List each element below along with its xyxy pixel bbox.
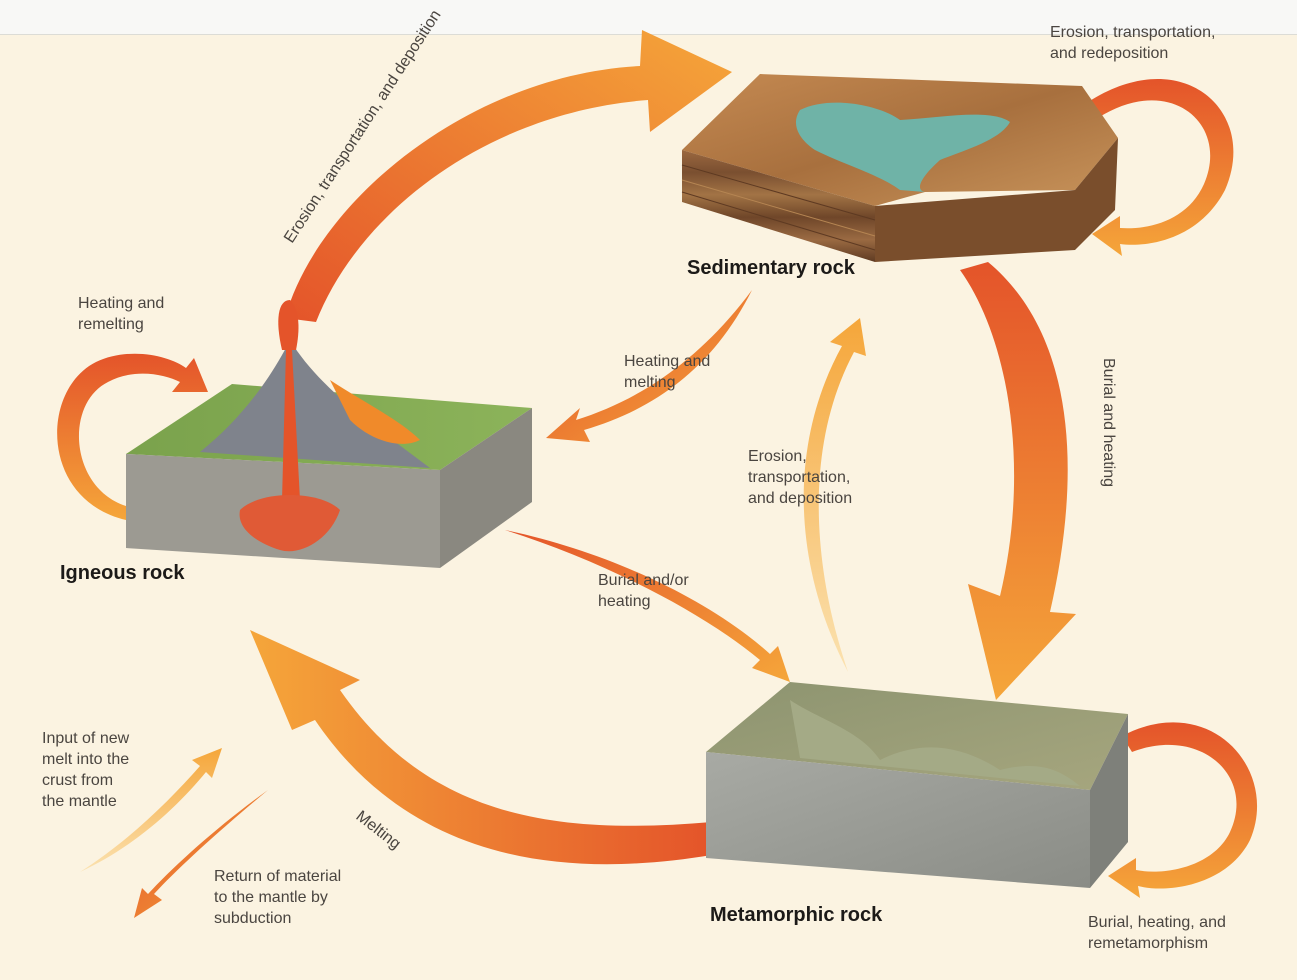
arrow-return-to-mantle: [134, 790, 268, 918]
label-erosion-from-metamorphic: Erosion, transportation, and deposition: [748, 448, 853, 507]
title-sedimentary-rock: Sedimentary rock: [687, 257, 855, 279]
title-igneous-rock: Igneous rock: [60, 562, 185, 584]
arrow-burial-igneous-to-metamorphic: [505, 530, 790, 682]
label-melting: Melting: [353, 808, 404, 853]
label-erosion-redeposition: Erosion, transportation, and redepositio…: [1050, 24, 1216, 62]
arrow-input-from-mantle: [80, 748, 222, 872]
arrow-melting-metamorphic-to-igneous: [250, 630, 712, 865]
arrow-erosion-metamorphic-to-sedimentary: [803, 318, 866, 672]
arrow-burial-sedimentary-to-metamorphic: [960, 262, 1076, 700]
label-return-to-mantle: Return of material to the mantle by subd…: [214, 868, 342, 927]
label-burial-and-heating: Burial and heating: [1100, 358, 1117, 487]
title-metamorphic-rock: Metamorphic rock: [710, 904, 883, 926]
arrow-heating-melting-sedimentary-to-igneous: [546, 290, 752, 442]
igneous-rock-block: [126, 300, 532, 568]
loop-remetamorphism: [1108, 722, 1258, 898]
label-remetamorphism: Burial, heating, and remetamorphism: [1088, 914, 1226, 952]
loop-heating-remelting: [57, 353, 208, 520]
label-heating-melting: Heating and melting: [624, 353, 711, 391]
loop-erosion-redeposition: [1085, 79, 1234, 256]
metamorphic-rock-block: [706, 682, 1128, 888]
label-heating-remelting: Heating and remelting: [78, 295, 165, 333]
arrow-erosion-igneous-to-sedimentary: [285, 30, 732, 322]
label-input-from-mantle: Input of new melt into the crust from th…: [42, 730, 130, 810]
sedimentary-rock-block: [681, 74, 1118, 262]
label-burial-or-heating: Burial and/or heating: [598, 572, 689, 610]
